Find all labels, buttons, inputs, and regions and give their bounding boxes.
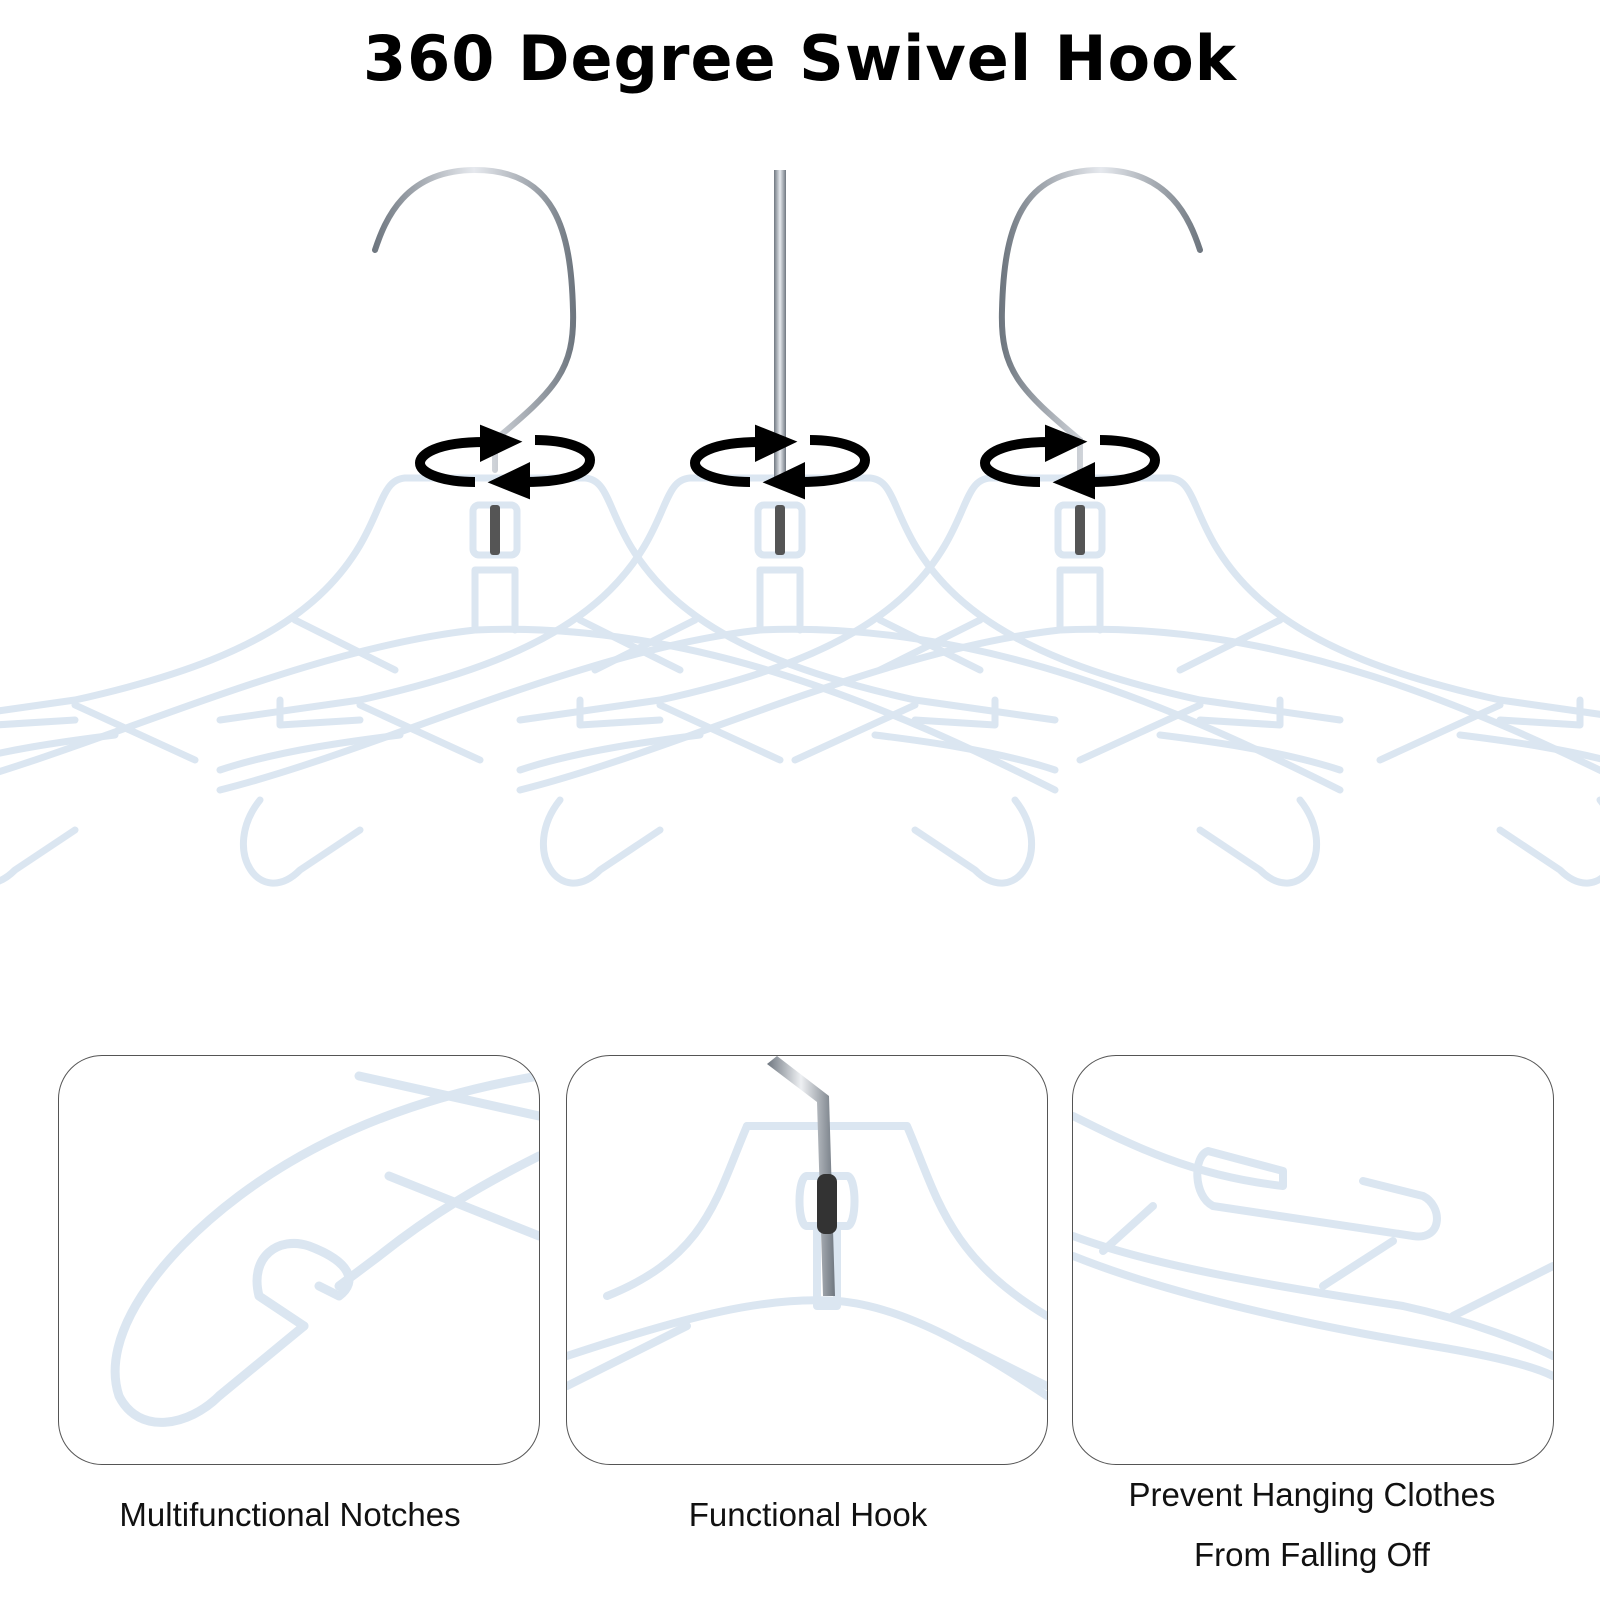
shoulder-notch-detail-image [1072, 1055, 1554, 1465]
hook-side-view [774, 170, 786, 480]
left-hanger [0, 166, 1055, 883]
shoulder-notch-detail-svg [1073, 1112, 1553, 1380]
rotate-arrows-icon [414, 424, 1161, 500]
notch-detail-image [58, 1055, 540, 1465]
right-hanger [520, 166, 1600, 883]
hook-detail-svg [567, 1056, 1047, 1400]
notch-detail-svg [110, 1071, 539, 1427]
feature-caption-prevent-falling: Prevent Hanging Clothes From Falling Off [1052, 1465, 1572, 1585]
page-title: 360 Degree Swivel Hook [363, 22, 1237, 95]
feature-caption-line1: Prevent Hanging Clothes [1128, 1476, 1496, 1513]
hook-detail-image [566, 1055, 1048, 1465]
feature-caption-hook: Functional Hook [688, 1496, 928, 1533]
feature-caption-notches: Multifunctional Notches [119, 1496, 461, 1533]
hook-facing-right [998, 166, 1203, 473]
feature-caption-line2: From Falling Off [1194, 1536, 1430, 1573]
hangers-svg [0, 166, 1600, 1030]
hero-hangers-illustration [0, 150, 1600, 1030]
hook-facing-left [372, 166, 577, 473]
middle-hanger [220, 170, 1340, 883]
